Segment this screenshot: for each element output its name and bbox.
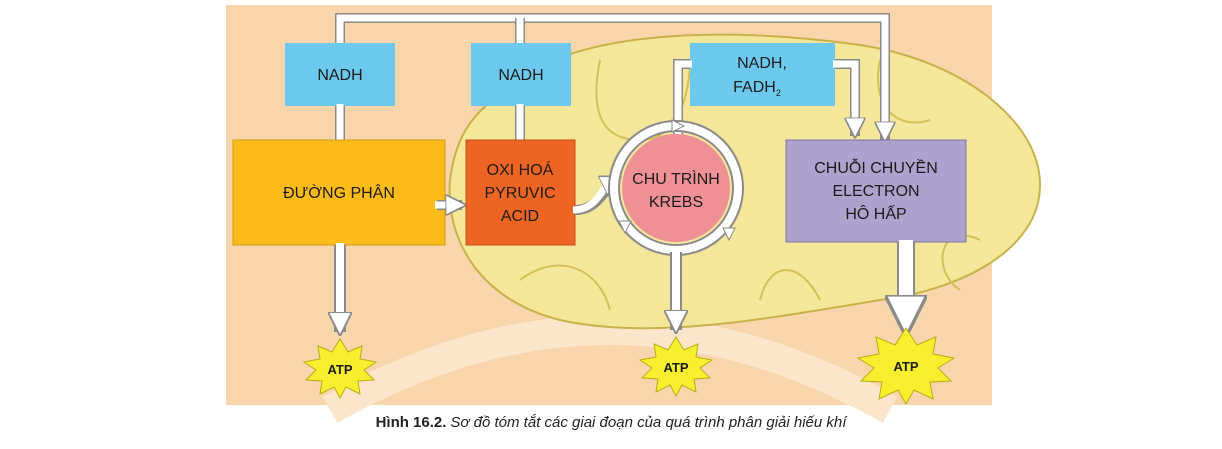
- atp-label-1: ATP: [327, 362, 352, 377]
- krebs-cycle-arrowhead-3: [618, 220, 632, 235]
- pyruvate-label-1: OXI HOÁ: [487, 160, 554, 179]
- caption-text: Sơ đồ tóm tắt các giai đoạn của quá trìn…: [450, 414, 847, 431]
- pyruvate-label-2: PYRUVIC: [484, 185, 555, 202]
- nadh-fadh-label-1: NADH,: [737, 55, 787, 72]
- atp-label-2: ATP: [663, 360, 688, 375]
- nadh-box-2: [471, 43, 571, 106]
- nadh-loop-connector-inner: [336, 14, 885, 132]
- nadh-box-1: [285, 43, 395, 106]
- fadh-etc-connector-inner: [833, 60, 855, 128]
- krebs-cycle-arrowhead-2: [722, 227, 736, 242]
- electron-chain-label-1: CHUỖI CHUYỀN: [814, 158, 938, 177]
- krebs-cycle-arrowhead-1: [671, 119, 686, 133]
- nadh-box-2-label: NADH: [498, 67, 543, 84]
- caption-label: Hình 16.2.: [375, 414, 447, 431]
- krebs-label-1: CHU TRÌNH: [632, 169, 720, 188]
- nadh-box-1-label: NADH: [317, 67, 362, 84]
- krebs-cycle-disc: [622, 134, 730, 242]
- nadh-fadh-box: [690, 43, 835, 106]
- electron-chain-box: [785, 139, 967, 243]
- electron-chain-label-3: HÔ HẤP: [845, 204, 906, 223]
- figure-caption: Hình 16.2.Sơ đồ tóm tắt các giai đoạn củ…: [0, 414, 1222, 431]
- krebs-label-2: KREBS: [649, 194, 703, 211]
- fadh-text: FADH: [733, 79, 776, 96]
- atp-burst-2: [638, 336, 714, 398]
- krebs-fadh-connector-inner: [674, 60, 692, 142]
- pyruvate-oxidation-box: [465, 139, 576, 246]
- electron-chain-label-2: ELECTRON: [832, 183, 919, 200]
- glycolysis-label: ĐƯỜNG PHÂN: [283, 183, 395, 202]
- decorative-arc: [322, 315, 898, 424]
- atp-label-3: ATP: [893, 359, 918, 374]
- atp-burst-1: [302, 338, 378, 400]
- pyruvate-label-3: ACID: [501, 208, 539, 225]
- nadh-fadh-label-2: FADH2: [733, 79, 781, 98]
- fadh-subscript: 2: [776, 88, 781, 98]
- atp-burst-3: [856, 327, 956, 406]
